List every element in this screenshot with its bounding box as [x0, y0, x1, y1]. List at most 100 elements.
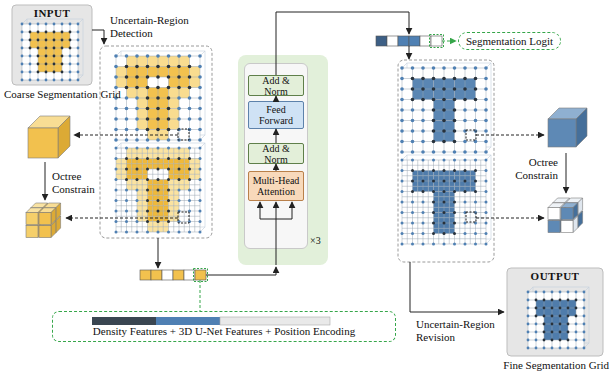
grid-cell [179, 67, 190, 78]
grid-line [179, 148, 180, 232]
position-swatch [220, 317, 330, 325]
node-label: Add & Norm [251, 75, 301, 97]
grid-line [459, 160, 460, 244]
sample-point [114, 138, 118, 142]
grid-cell [46, 64, 54, 72]
sample-point [167, 199, 170, 202]
grid-cell [190, 67, 201, 78]
grid-cell [148, 56, 159, 67]
sample-point [421, 87, 425, 91]
grid-cell [158, 98, 169, 109]
sample-point [464, 190, 467, 193]
sample-point [559, 347, 562, 350]
sample-point [474, 98, 478, 102]
sample-point [135, 96, 139, 100]
sample-point [115, 189, 118, 192]
sample-point [485, 159, 488, 162]
sample-point [400, 129, 404, 133]
sample-point [567, 331, 570, 334]
sample-point [401, 243, 404, 246]
sample-point [177, 96, 181, 100]
sample-point [37, 71, 40, 74]
sample-point [432, 211, 435, 214]
attention-box: Multi-Head Attention [248, 171, 304, 201]
sample-point [177, 54, 181, 58]
token-arrow [206, 267, 276, 275]
sample-point [443, 211, 446, 214]
grid-cell [38, 32, 46, 40]
grid-line [402, 202, 486, 203]
grid-line [552, 292, 553, 348]
grid-line [147, 148, 148, 232]
sample-point [583, 307, 586, 310]
sample-point [551, 331, 554, 334]
sample-point [37, 79, 40, 82]
cube-front [26, 226, 38, 238]
sample-point [135, 54, 139, 58]
sample-point [135, 75, 139, 79]
sample-point [422, 180, 425, 183]
octree-arrow [566, 153, 567, 193]
input-grid [21, 19, 83, 81]
sample-point [115, 147, 118, 150]
sample-point [146, 86, 150, 90]
sample-point [543, 347, 546, 350]
sample-point [567, 323, 570, 326]
grid-line [22, 24, 78, 25]
unet-swatch [156, 317, 220, 325]
grid-cell [137, 56, 148, 67]
sample-point [53, 71, 56, 74]
sample-point [474, 159, 477, 162]
grid-cell [444, 131, 455, 142]
sample-point [53, 31, 56, 34]
sample-point [77, 63, 80, 66]
sample-point [411, 150, 415, 154]
grid-line [137, 148, 138, 232]
sample-point [474, 150, 478, 154]
sample-point [543, 307, 546, 310]
grid-cell [455, 79, 466, 90]
grid-cell [544, 308, 552, 316]
sample-point [400, 119, 404, 123]
sample-point [421, 140, 425, 144]
sample-point [543, 299, 546, 302]
grid-line [568, 292, 569, 348]
grid-line [158, 148, 159, 232]
sample-point [551, 347, 554, 350]
sample-point [188, 65, 192, 69]
sample-point [559, 315, 562, 318]
sample-point [422, 211, 425, 214]
sample-point [484, 87, 488, 91]
sample-point [115, 220, 118, 223]
sample-point [453, 77, 457, 81]
sample-point [29, 71, 32, 74]
sample-point [432, 119, 436, 123]
sample-point [69, 63, 72, 66]
attention-input [292, 202, 293, 219]
fine-logit-grid [401, 155, 492, 246]
sample-point [125, 117, 129, 121]
sample-point [575, 315, 578, 318]
grid-line [116, 190, 200, 191]
grid-cell [127, 56, 138, 67]
grid-line [402, 181, 486, 182]
sample-point [61, 71, 64, 74]
sample-point [125, 138, 129, 142]
grid-line [116, 195, 200, 196]
sample-point [575, 307, 578, 310]
sample-point [69, 55, 72, 58]
sample-point [575, 291, 578, 294]
sample-point [421, 98, 425, 102]
sample-point [463, 98, 467, 102]
input-split [260, 219, 292, 220]
sample-point [178, 199, 181, 202]
sample-point [146, 54, 150, 58]
sample-point [442, 119, 446, 123]
grid-line [402, 217, 486, 218]
grid-cell [434, 89, 445, 100]
grid-line [402, 160, 403, 244]
sample-point [485, 232, 488, 235]
token-cell [140, 270, 151, 280]
token-cell [398, 36, 409, 46]
grid-cell [552, 332, 560, 340]
